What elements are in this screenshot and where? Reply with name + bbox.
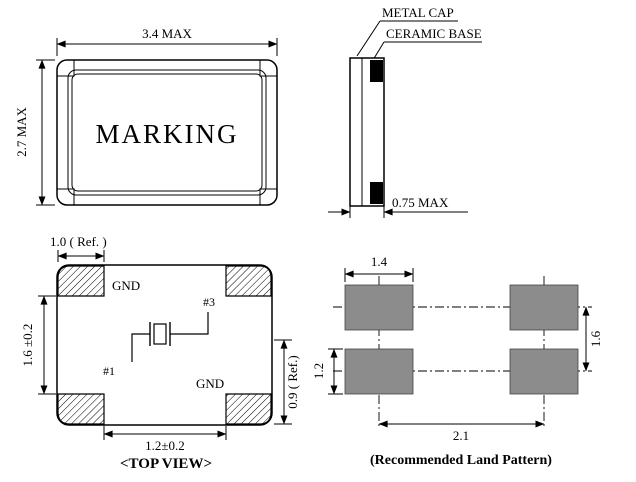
- dim-width-text: 3.4 MAX: [142, 26, 192, 41]
- pad-gnd-top-left: [57, 265, 105, 297]
- land-pad-bottom-right: [509, 348, 579, 395]
- side-body-outline: [349, 57, 385, 207]
- pad-1-bottom-left: [57, 393, 105, 425]
- dim-land-height-text: 1.2: [311, 363, 326, 379]
- package-outline: [56, 264, 273, 426]
- crystal-wire-pin3: [170, 312, 209, 335]
- marking-text: MARKING: [95, 119, 238, 149]
- dim-row-pitch-text: 1.6: [588, 330, 603, 347]
- dim-ref-text: 0.9 ( Ref.): [285, 355, 300, 408]
- cap-edge-inner: [71, 73, 263, 192]
- gnd-top-label: GND: [112, 278, 140, 293]
- land-pad-bottom-left: [344, 348, 414, 395]
- terminal-pad-top: [370, 60, 383, 82]
- dim-height-text: 2.7 MAX: [14, 106, 29, 156]
- metal-cap-label: METAL CAP: [382, 5, 454, 20]
- leader-line: [356, 20, 381, 57]
- land-pattern-view: 1.4 1.2 1.6 2.1 (Recommended Land Patter…: [311, 254, 603, 468]
- pin1-label: #1: [103, 364, 115, 378]
- dim-thickness-text: 0.75 MAX: [392, 195, 449, 210]
- dim-vertical-pitch-text: 1.6 ±0.2: [20, 324, 35, 367]
- crystal-body: [153, 323, 167, 345]
- crystal-symbol: [131, 312, 209, 362]
- pad-top-view: GND #3 #1 GND 1.0 ( Ref. ) 1.6 ±0.2 1.2±…: [20, 234, 300, 472]
- crystal-wire-pin1: [131, 333, 150, 362]
- pad-3-top-right: [225, 265, 272, 297]
- terminal-pad-bottom: [370, 182, 383, 204]
- dim-col-pitch-text: 2.1: [453, 428, 469, 443]
- cap-edge-outer: [67, 69, 267, 196]
- package-outline: [56, 59, 278, 206]
- pad-gnd-bottom-right: [225, 393, 272, 425]
- dim-pad-width-text: 1.0 ( Ref. ): [50, 234, 107, 249]
- package-side-view: METAL CAP CERAMIC BASE 0.75 MAX: [328, 5, 482, 218]
- pin3-label: #3: [203, 295, 215, 309]
- gnd-bottom-label: GND: [196, 376, 224, 391]
- leader-line: [372, 41, 385, 61]
- ceramic-base-label: CERAMIC BASE: [386, 26, 482, 41]
- land-pad-top-left: [344, 284, 414, 331]
- top-view-caption: <TOP VIEW>: [120, 456, 212, 472]
- package-top-view: MARKING 3.4 MAX 2.7 MAX: [14, 26, 278, 206]
- land-pad-top-right: [509, 284, 579, 331]
- dim-land-width-text: 1.4: [371, 254, 388, 269]
- land-pattern-caption: (Recommended Land Pattern): [370, 453, 552, 468]
- dim-horizontal-pitch-text: 1.2±0.2: [145, 438, 185, 453]
